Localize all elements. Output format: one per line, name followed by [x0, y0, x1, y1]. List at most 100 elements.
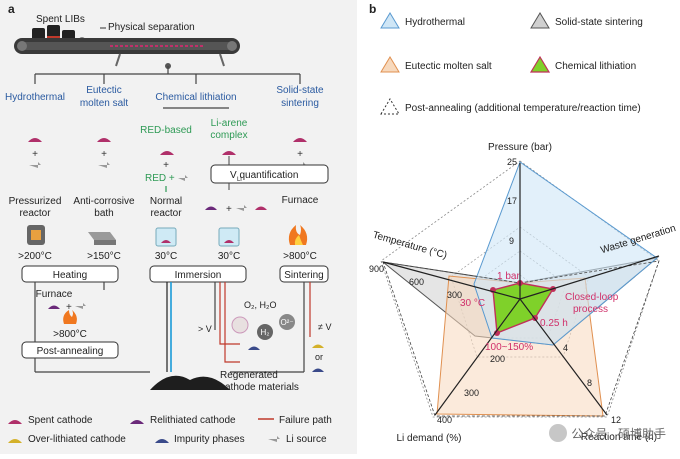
watermark: 公众号 · 硕博助手 — [549, 424, 666, 442]
post-annealing-label: Post-annealing — [37, 346, 104, 357]
tick-temp-300: 300 — [447, 290, 462, 300]
furnace2-label: Furnace — [36, 289, 73, 300]
route-chemical-lithiation: Chemical lithiation — [155, 92, 236, 103]
axis-reaction: Reaction time (h) — [581, 432, 657, 443]
route-solid-state-line2: sintering — [281, 98, 319, 109]
tick-reaction-8: 8 — [587, 378, 592, 388]
branch-lines — [34, 66, 301, 84]
temp-150: >150°C — [87, 251, 121, 262]
legend-solid-state: Solid-state sintering — [555, 17, 643, 28]
radar-axes — [382, 163, 660, 416]
li-arene-line2: complex — [210, 130, 247, 141]
normal-line1: Normal — [150, 196, 182, 207]
route-eutectic-line1: Eutectic — [86, 85, 122, 96]
watermark-text: 公众号 · 硕博助手 — [571, 426, 666, 441]
route-hydrothermal: Hydrothermal — [5, 92, 65, 103]
legend-a: Spent cathode Relithiated cathode Failur… — [8, 415, 332, 445]
regenerated-pile — [150, 375, 230, 390]
pressurized-reactor-icon — [27, 225, 45, 245]
legend-relithiated: Relithiated cathode — [150, 415, 236, 426]
sintering-label: Sintering — [284, 270, 323, 281]
conveyor-belt — [14, 38, 240, 67]
normal-line2: reactor — [150, 208, 182, 219]
panel-b: b Hydrothermal Solid-state sintering Eut… — [357, 0, 680, 454]
li-arene-line1: Li-arene — [211, 118, 248, 129]
fire-icon — [63, 310, 77, 324]
tick-temp-900: 900 — [369, 264, 384, 274]
tick-reaction-4: 4 — [563, 343, 568, 353]
o2-h2o-label: O₂, H₂O — [244, 300, 277, 310]
svg-text:+: + — [226, 204, 232, 215]
tick-reaction-12: 12 — [611, 415, 621, 425]
immersion-label: Immersion — [175, 270, 222, 281]
axis-pressure: Pressure (bar) — [488, 142, 552, 153]
furnace-label: Furnace — [282, 195, 319, 206]
spent-libs-label: Spent LIBs — [36, 14, 85, 25]
beaker-icon — [155, 227, 240, 247]
route-eutectic-line2: molten salt — [80, 98, 129, 109]
panel-b-radar: b Hydrothermal Solid-state sintering Eut… — [369, 2, 677, 444]
legend-chemical: Chemical lithiation — [555, 61, 636, 72]
regenerated-line2: cathode materials — [220, 382, 299, 393]
legend-li-source: Li source — [286, 434, 327, 445]
vli-quant-label: V quantification — [230, 170, 298, 181]
gt-vli-label: > V — [198, 324, 212, 334]
tick-pressure-17: 17 — [507, 196, 517, 206]
tick-li-200: 200 — [490, 354, 505, 364]
heating-box — [21, 265, 119, 283]
pressurized-line1: Pressurized — [9, 196, 62, 207]
physical-separation-label: Physical separation — [108, 22, 195, 33]
regenerated-line1: Regenerated — [220, 370, 278, 381]
panel-a-label: a — [8, 2, 15, 16]
reaction-spark — [231, 316, 249, 334]
post-annealing-box — [21, 341, 119, 359]
annot-closed-line2: process — [573, 304, 608, 315]
fire-icon — [288, 225, 308, 245]
series-post-annealing — [382, 260, 660, 417]
legend-impurity: Impurity phases — [174, 434, 245, 445]
o2-bubble — [279, 314, 295, 330]
wechat-icon — [549, 424, 568, 442]
annot-30c: 30 °C — [460, 298, 485, 309]
legend-eutectic: Eutectic molten salt — [405, 61, 492, 72]
vli-quantification-box — [210, 164, 329, 184]
legend-post-annealing: Post-annealing (additional temperature/r… — [405, 103, 641, 114]
legend-spent: Spent cathode — [28, 415, 93, 426]
temp-30b: 30°C — [218, 251, 240, 262]
immersion-box — [149, 265, 247, 283]
tick-pressure-25: 25 — [507, 157, 517, 167]
panel-a: a Spent LIBs Physical separation Hydrot — [0, 0, 357, 454]
annot-025h: 0.25 h — [540, 318, 568, 329]
legend-overlithiated: Over-lithiated cathode — [28, 434, 126, 445]
temp-200: >200°C — [18, 251, 52, 262]
annot-1bar: 1 bar — [497, 271, 520, 282]
annot-closed-line1: Closed-loop — [565, 292, 619, 303]
tick-pressure-9: 9 — [509, 236, 514, 246]
pressurized-line2: reactor — [19, 208, 51, 219]
anticorrosive-line1: Anti-corrosive — [73, 196, 135, 207]
tick-li-300: 300 — [464, 388, 479, 398]
legend-b: Hydrothermal Solid-state sintering Eutec… — [380, 12, 643, 115]
panel-b-label: b — [369, 2, 376, 16]
bath-icon — [88, 232, 116, 245]
temp-30a: 30°C — [155, 251, 177, 262]
annot-100-150: 100~150% — [485, 342, 533, 353]
vli-sub-label: Li — [237, 177, 242, 183]
anticorrosive-line2: bath — [94, 208, 113, 219]
legend-failure: Failure path — [279, 415, 332, 426]
or-label: or — [315, 352, 323, 362]
ne-vli-label: ≠ V — [318, 322, 331, 332]
route-solid-state-line1: Solid-state — [276, 85, 324, 96]
temp-800: >800°C — [283, 251, 317, 262]
legend-hydrothermal: Hydrothermal — [405, 17, 465, 28]
h2-label: H₂ — [261, 328, 270, 337]
red-plus-label: RED + — [145, 173, 175, 184]
svg-text:+: + — [66, 302, 72, 313]
o2-label: O²⁻ — [280, 318, 293, 327]
tick-temp-600: 600 — [409, 277, 424, 287]
h2-bubble — [257, 324, 273, 340]
red-based-label: RED-based — [140, 125, 192, 136]
svg-text:+: + — [297, 149, 303, 160]
heating-label: Heating — [53, 270, 87, 281]
panel-a-diagram: a Spent LIBs Physical separation Hydrot — [5, 2, 332, 445]
